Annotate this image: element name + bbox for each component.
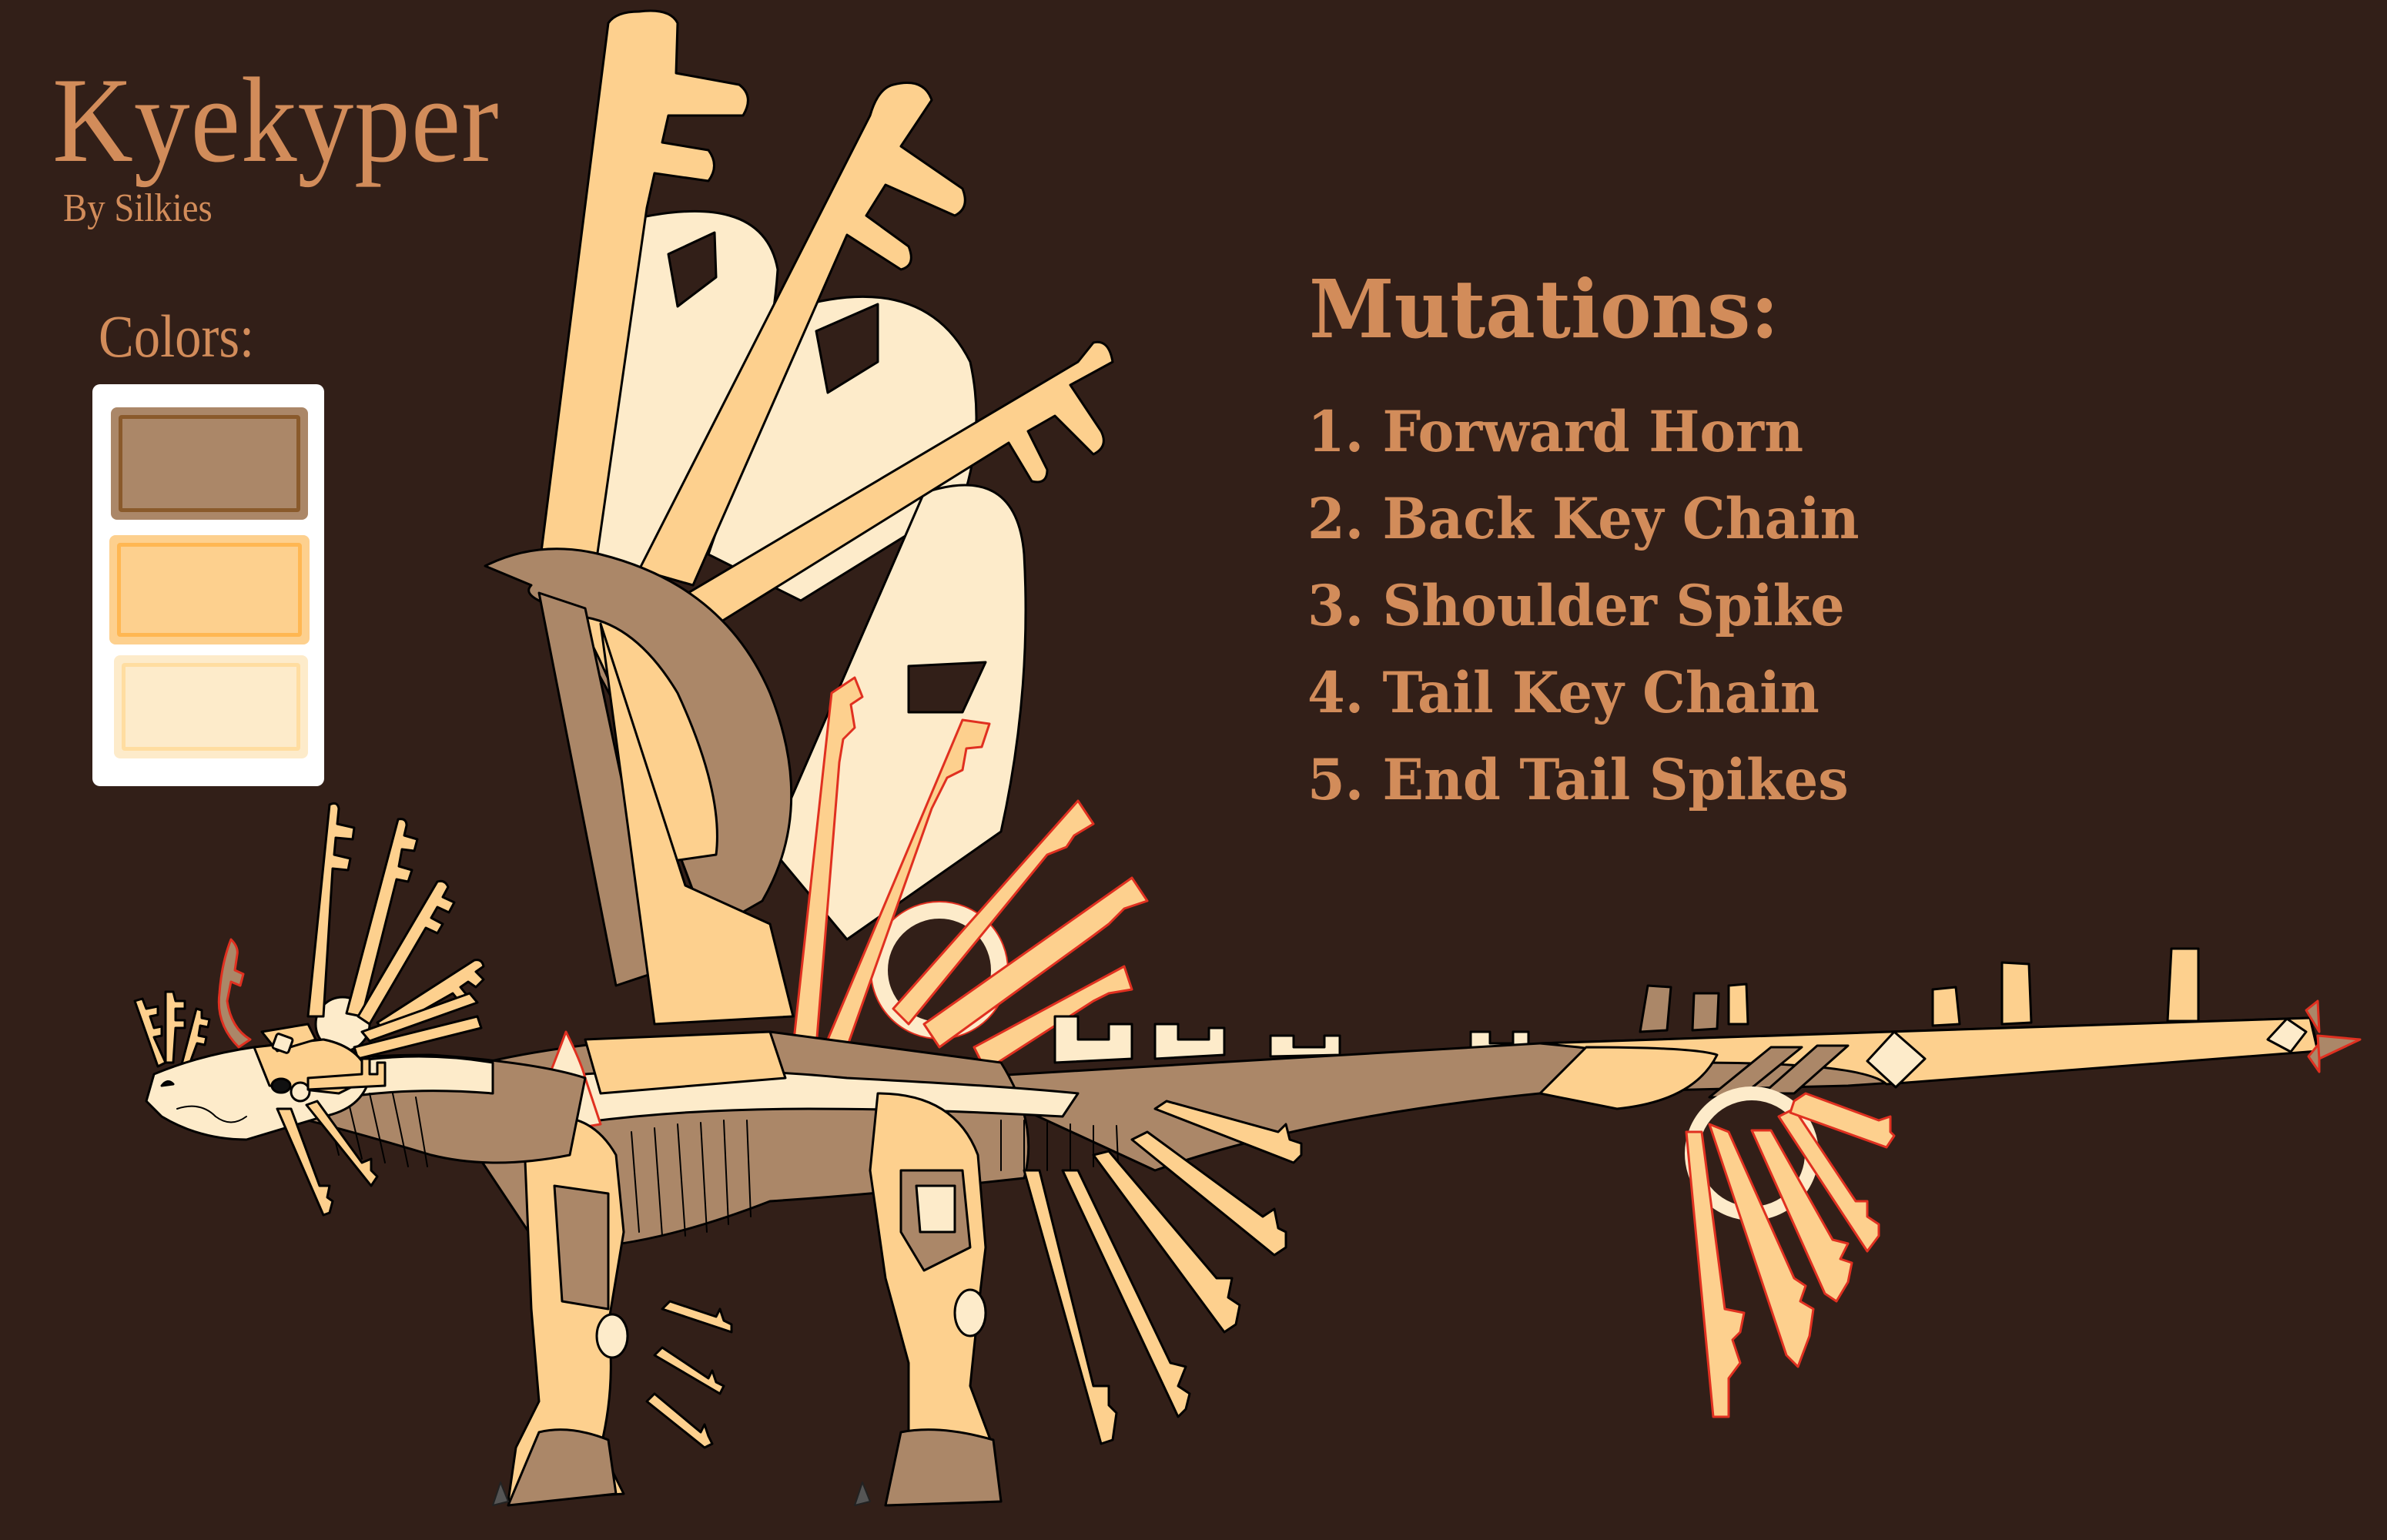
belly-keys — [645, 1100, 1303, 1449]
mutation-item: 3. Shoulder Spike — [1307, 573, 1845, 639]
colors-heading: Colors: — [99, 303, 255, 370]
head — [133, 802, 587, 1217]
mutations-heading: Mutations: — [1309, 262, 1779, 357]
mutations-list: 1. Forward Horn 2. Back Key Chain 3. Sho… — [1307, 389, 1882, 824]
artist-credit: By Silkies — [63, 186, 213, 230]
wing — [484, 9, 1114, 1026]
back-key-chain — [792, 676, 1149, 1072]
swatch-brown — [111, 407, 308, 520]
tail — [953, 947, 2362, 1172]
mutation-item: 1. Forward Horn — [1307, 399, 1804, 465]
swatch-orange — [109, 535, 310, 644]
character-title: Kyekyper — [52, 53, 500, 188]
swatch-cream — [114, 655, 308, 758]
tail-key-chain — [1685, 1086, 1896, 1418]
mutation-item: 4. Tail Key Chain — [1307, 660, 1820, 726]
color-palette — [92, 384, 324, 786]
mutation-item: 2. Back Key Chain — [1307, 486, 1860, 552]
mutation-item: 5. End Tail Spikes — [1307, 747, 1849, 813]
